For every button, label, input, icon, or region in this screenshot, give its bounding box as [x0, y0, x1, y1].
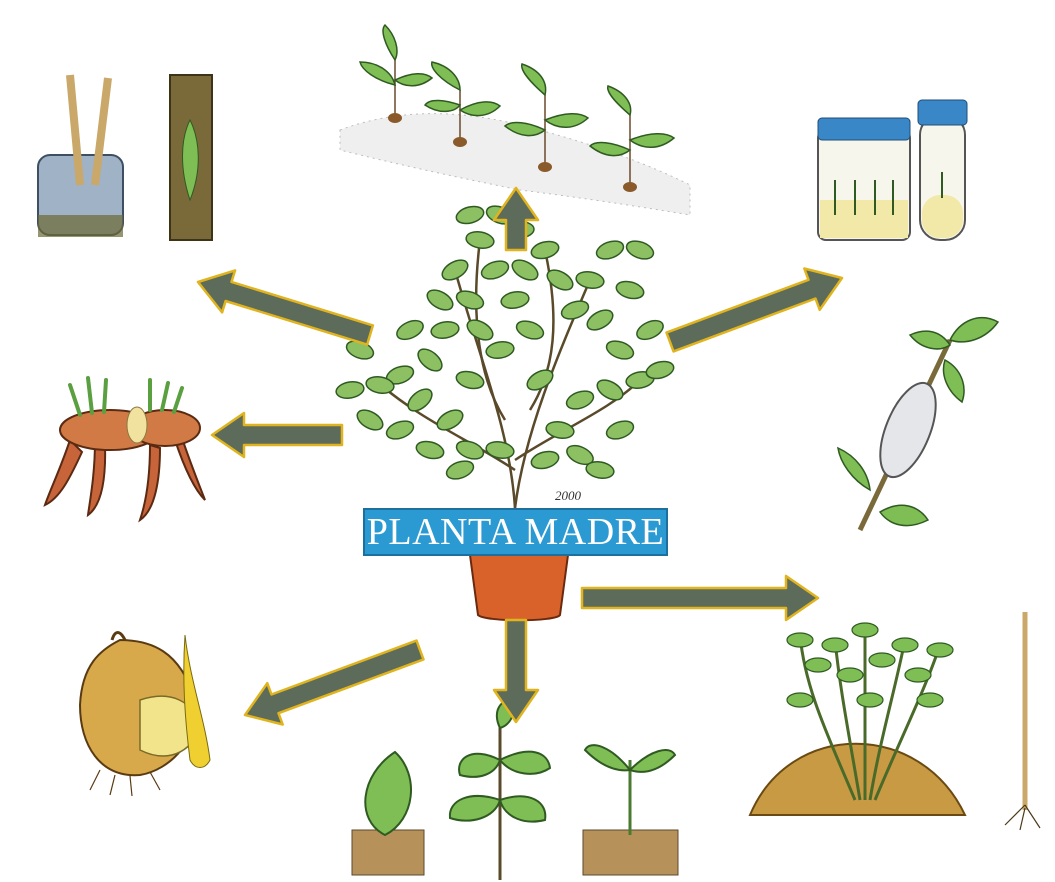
- in-vitro-culture-icon: [818, 100, 967, 240]
- propagation-arrow: [582, 576, 818, 620]
- plant-leaf: [575, 270, 605, 291]
- plant-leaf: [614, 279, 645, 302]
- plant-leaf: [444, 458, 476, 483]
- grafting-icon: [38, 75, 212, 240]
- seedlings-in-soil-icon: [340, 25, 690, 215]
- plant-leaf: [414, 345, 446, 375]
- plant-leaf: [414, 439, 445, 462]
- propagation-arrow: [198, 270, 373, 344]
- plant-leaf: [500, 290, 530, 311]
- propagation-arrow: [212, 413, 342, 457]
- signature-year: 2000: [555, 488, 581, 504]
- plant-leaf: [430, 320, 460, 341]
- plant-leaf: [485, 340, 515, 361]
- plant-leaf: [604, 418, 636, 443]
- mother-plant-icon: [335, 203, 676, 621]
- plant-leaf: [594, 376, 626, 404]
- bulb-icon: [80, 633, 210, 797]
- plant-leaf: [624, 238, 656, 263]
- plant-leaf: [485, 440, 515, 461]
- plant-leaf: [424, 286, 456, 314]
- root-division-icon: [45, 378, 205, 520]
- center-label: PLANTA MADRE: [363, 508, 668, 556]
- plant-leaf: [604, 338, 636, 363]
- cuttings-icon: [352, 700, 678, 880]
- plant-leaf: [509, 256, 541, 284]
- plant-leaf: [584, 306, 616, 334]
- plant-leaf: [594, 238, 626, 263]
- plant-leaf: [529, 239, 560, 262]
- plant-leaf: [454, 204, 485, 227]
- plant-leaf: [454, 438, 486, 463]
- plant-leaf: [439, 256, 471, 284]
- plant-leaf: [335, 380, 365, 401]
- plant-leaf: [454, 369, 485, 392]
- plant-leaf: [564, 388, 596, 413]
- plant-leaf: [394, 317, 426, 343]
- plant-leaf: [585, 460, 615, 481]
- plant-leaf: [514, 318, 546, 343]
- propagation-arrow: [245, 641, 424, 725]
- plant-leaf: [634, 317, 666, 343]
- plant-leaf: [384, 418, 416, 443]
- propagation-arrow: [667, 269, 843, 352]
- plant-leaf: [545, 420, 575, 441]
- plant-leaf: [529, 449, 560, 472]
- plant-leaf: [434, 406, 466, 434]
- propagation-arrow: [494, 188, 538, 250]
- air-layering-icon: [838, 318, 998, 530]
- plant-leaf: [404, 385, 436, 415]
- plant-leaf: [479, 258, 511, 283]
- plant-leaf: [465, 230, 495, 251]
- plant-leaf: [354, 406, 386, 434]
- mound-layering-icon: [750, 612, 1040, 830]
- plant-leaf: [559, 298, 591, 323]
- plant-leaf: [454, 288, 486, 313]
